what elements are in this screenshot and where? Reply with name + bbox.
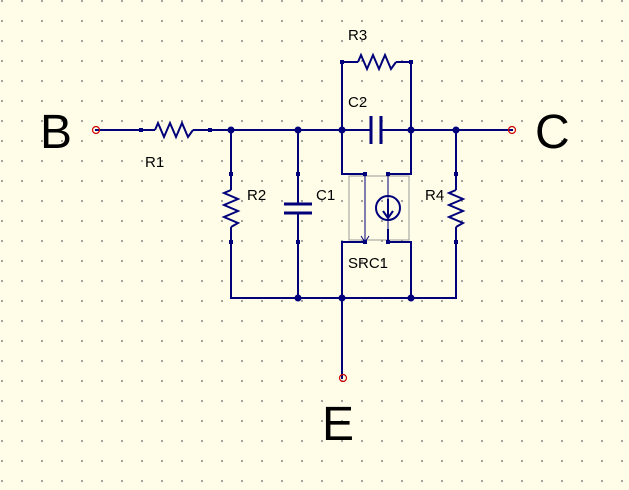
port-b-terminal[interactable] [91,125,101,135]
junction-node [338,294,346,302]
port-label-c: C [535,106,570,159]
port-label-b: B [40,106,72,159]
label-r2: R2 [247,187,266,204]
resistor-r1[interactable] [139,120,212,140]
wires [95,61,513,379]
junction-node [407,126,415,134]
label-src1: SRC1 [348,255,388,272]
resistor-r3[interactable] [340,52,413,72]
label-r4: R4 [425,187,444,204]
port-e-terminal[interactable] [338,373,348,383]
label-r1: R1 [145,154,164,171]
label-r3: R3 [348,27,367,44]
capacitor-c1[interactable] [284,172,312,244]
junction-node [407,294,415,302]
junction-node [227,126,235,134]
junction-node [338,126,346,134]
resistor-r4[interactable] [446,172,466,244]
label-c1: C1 [316,187,335,204]
capacitor-c2[interactable] [342,116,411,144]
source-src1[interactable] [348,172,410,244]
junction-node [294,294,302,302]
junction-node [452,126,460,134]
current-source-icon [375,195,401,221]
port-label-e: E [322,398,354,451]
src1-outline [348,175,410,241]
port-c-terminal[interactable] [507,125,517,135]
resistor-r2[interactable] [221,172,241,244]
junction-node [294,126,302,134]
label-c2: C2 [348,94,367,111]
junctions [227,126,460,302]
